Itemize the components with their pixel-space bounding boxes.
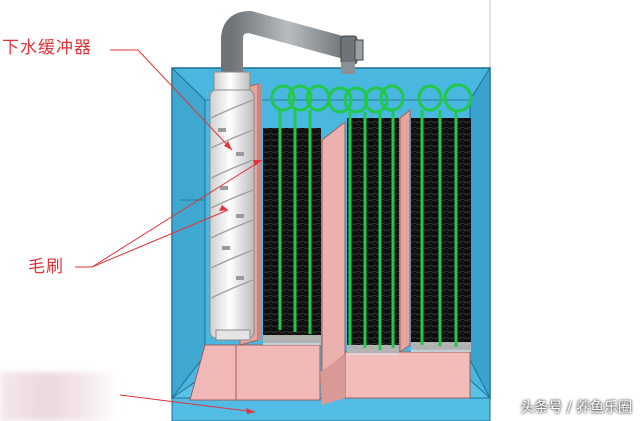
leader-bottom: [119, 394, 256, 413]
baffle-bottom-right: [344, 351, 471, 399]
brush-block-1: [263, 128, 321, 343]
tank-right-wall: [469, 66, 491, 399]
blurred-patch: [0, 372, 120, 421]
pipe-elbow: [221, 10, 348, 80]
hanger-group-2: [327, 84, 405, 350]
hanger-group-3: [417, 83, 473, 347]
label-brush: 毛刷: [28, 257, 64, 277]
cylinder-buffer-icon: [209, 71, 255, 341]
green-hangers: [270, 83, 473, 350]
watermark: 头条号 / 养鱼乐圈: [520, 400, 632, 416]
leader-brush-2: [91, 159, 263, 268]
label-buffer: 下水缓冲器: [2, 38, 92, 58]
baffle-bottom-left: [189, 344, 321, 401]
drain-pipe: [221, 10, 364, 80]
brush-block-2: [347, 118, 399, 353]
leader-buffer: [110, 49, 233, 151]
buffer-body: [209, 89, 255, 339]
tank-left-wall: [171, 66, 206, 400]
leader-lines: [75, 49, 263, 413]
baffle-middle: [321, 120, 346, 373]
hanger-group-1: [270, 84, 331, 334]
baffle-right: [399, 108, 411, 353]
